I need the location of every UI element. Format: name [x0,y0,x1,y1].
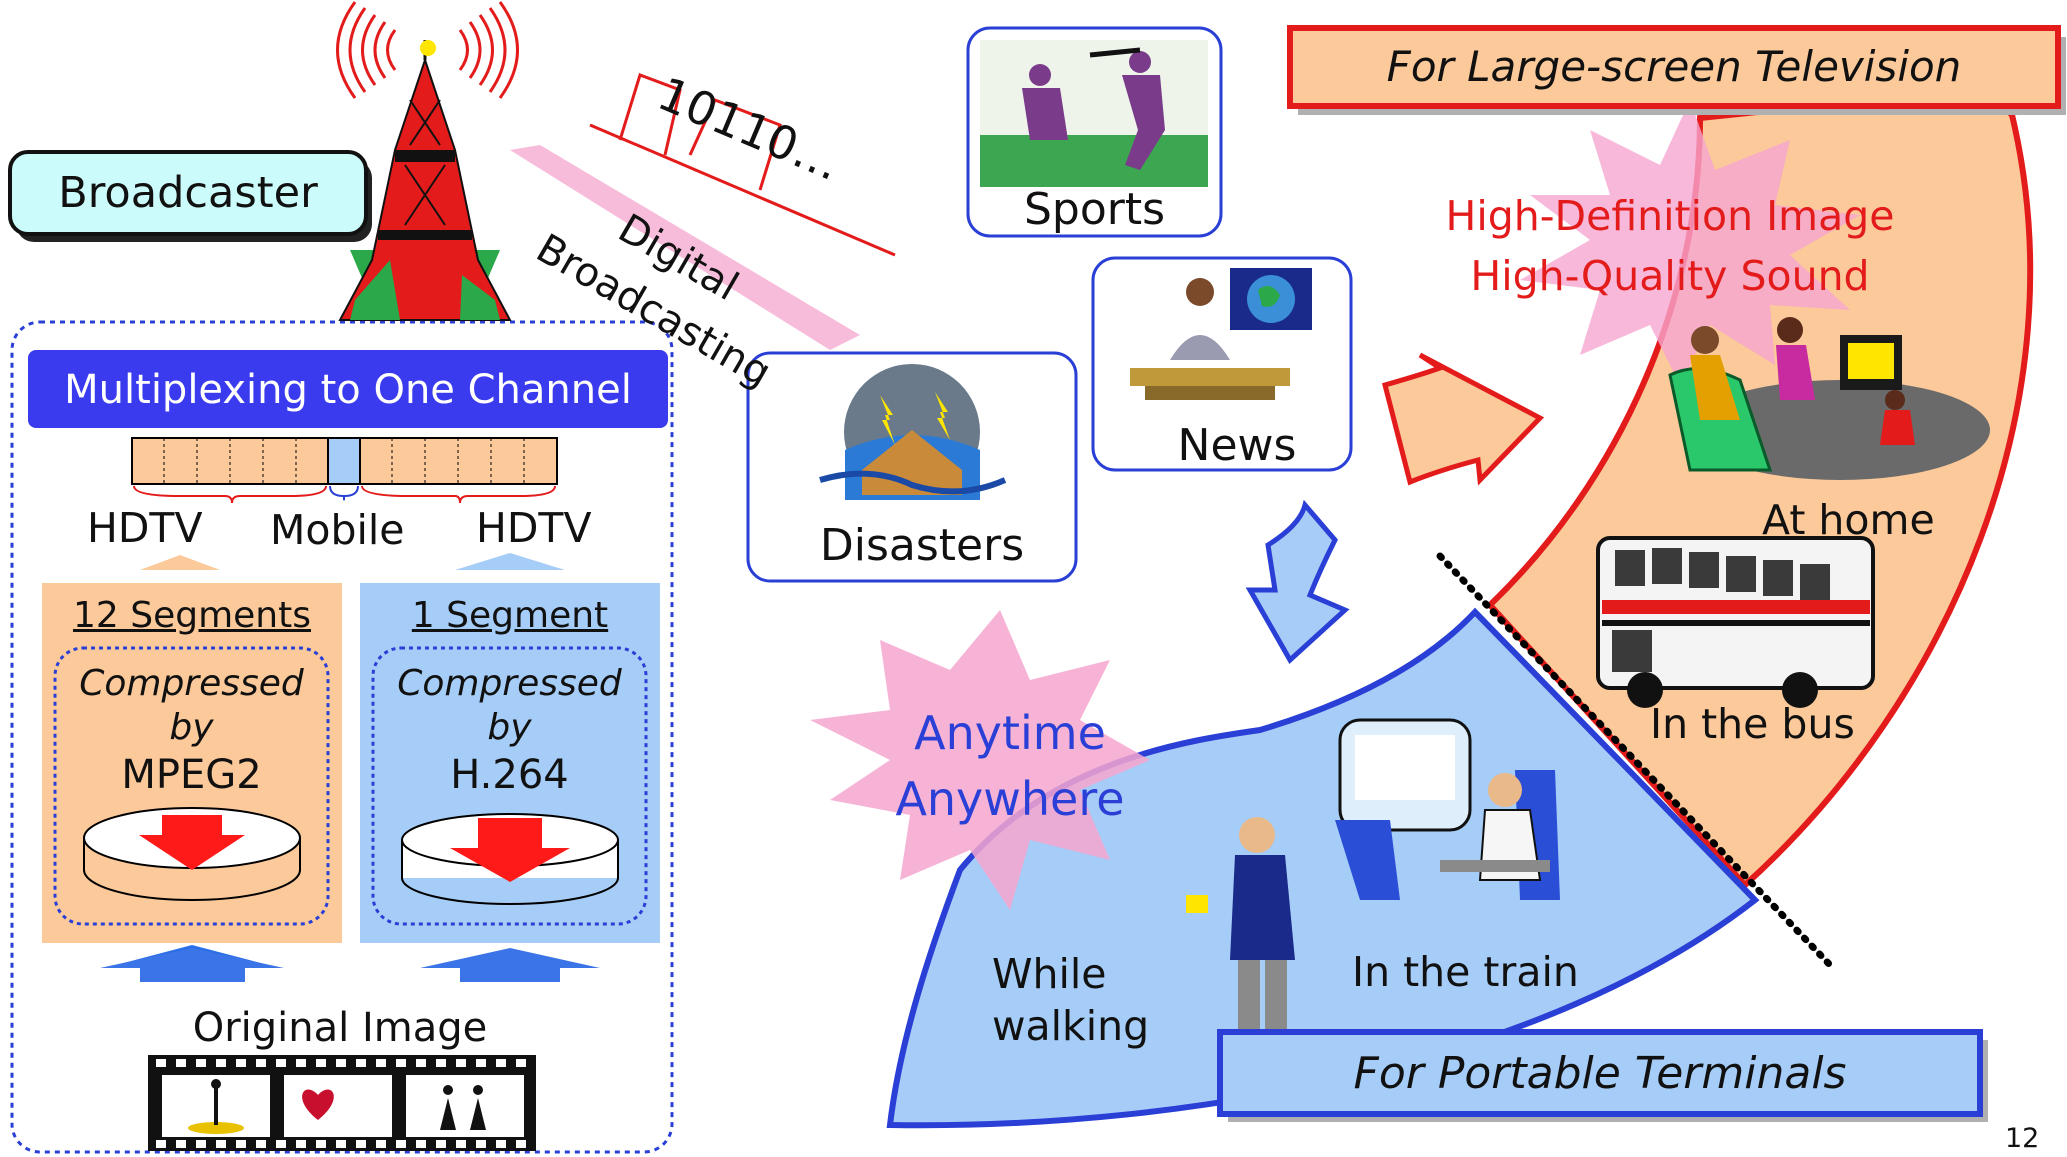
bus-icon [1596,536,1875,708]
sector-divider [1436,552,1834,969]
newscaster-icon [1130,268,1312,400]
right-codec: H.264 [450,752,569,798]
walking-label: walking [992,1002,1150,1050]
original-image-label: Original Image [192,1005,488,1051]
large-screen-title: For Large-screen Television [1386,42,1962,91]
in-the-bus-label: In the bus [1650,700,1855,748]
news-label: News [1177,420,1297,471]
portable-title-box [1217,1029,1983,1117]
multiplex-title: Multiplexing to One Channel [64,367,632,413]
at-home-label: At home [1762,496,1935,544]
right-compressed-line1: Compressed [397,663,622,704]
train-passenger-icon [1335,718,1560,900]
flooded-house-icon [819,364,1007,500]
anytime-burst [810,610,1150,910]
arrow-to-portable [1245,499,1350,664]
anywhere-label: Anywhere [895,772,1125,826]
family-at-home-icon [1668,317,1990,480]
portable-title: For Portable Terminals [1353,1048,1847,1099]
multiplex-title-bar [28,350,668,428]
broadcast-beam [510,145,860,350]
while-label: While [992,950,1107,998]
in-the-train-label: In the train [1352,948,1579,996]
left-codec: MPEG2 [121,752,262,798]
walking-man-icon [1186,817,1295,1030]
arrow-to-large-screen [1381,352,1545,486]
anytime-label: Anytime [914,706,1106,760]
compression-disk-right [401,813,619,905]
large-screen-title-box [1287,25,2061,109]
compression-disk-left [83,807,301,901]
baseball-players-icon [1022,47,1165,170]
broadcast-tower-icon [338,40,512,321]
label-mobile: Mobile [270,506,405,554]
page-number: 12 [2005,1123,2040,1154]
left-compressed-line2: by [169,707,214,748]
sports-label: Sports [1023,184,1166,235]
disasters-label: Disasters [819,520,1025,571]
film-strip [148,1055,536,1151]
label-hdtv-left: HDTV [87,504,203,552]
right-compressed-line2: by [487,707,532,748]
twelve-segments-title: 12 Segments [72,595,311,636]
hq-sound-label: High-Quality Sound [1470,252,1870,300]
hd-image-label: High-Definition Image [1445,192,1895,240]
hd-burst [1520,100,1860,385]
label-hdtv-right: HDTV [476,504,592,552]
left-compressed-line1: Compressed [79,663,304,704]
one-segment-title: 1 Segment [411,595,609,636]
broadcaster-label: Broadcaster [58,168,318,218]
broadcaster-box [8,150,368,236]
